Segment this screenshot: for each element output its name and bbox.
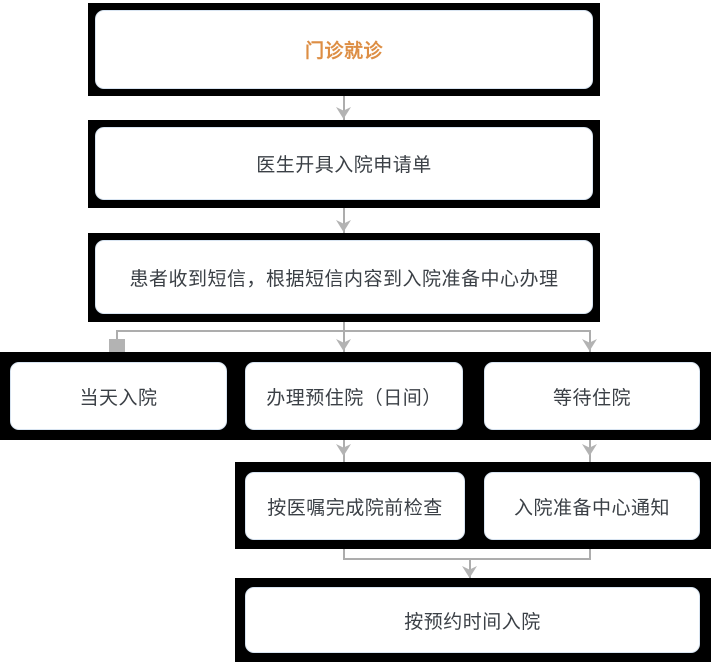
- flow-node-wait-admission: 等待住院: [484, 362, 700, 430]
- connector-line: [343, 96, 345, 120]
- flow-node-outpatient-visit: 门诊就诊: [95, 10, 593, 89]
- flow-node-scheduled-admission: 按预约时间入院: [245, 587, 700, 653]
- connector-line: [343, 540, 345, 560]
- connector-line: [343, 322, 345, 332]
- flow-node-doctor-order: 医生开具入院申请单: [95, 127, 593, 200]
- flow-node-sms-notice: 患者收到短信，根据短信内容到入院准备中心办理: [95, 240, 593, 314]
- connector-line: [343, 208, 345, 233]
- connector-line: [116, 330, 591, 332]
- flow-node-pre-hospitalization: 办理预住院（日间）: [245, 362, 463, 430]
- flow-node-pre-admission-exam: 按医嘱完成院前检查: [245, 472, 465, 540]
- square-end-icon: [109, 339, 125, 352]
- connector-line: [343, 558, 591, 560]
- connector-line: [589, 540, 591, 560]
- flow-node-center-notification: 入院准备中心通知: [484, 472, 700, 540]
- flow-node-same-day-admission: 当天入院: [10, 362, 227, 430]
